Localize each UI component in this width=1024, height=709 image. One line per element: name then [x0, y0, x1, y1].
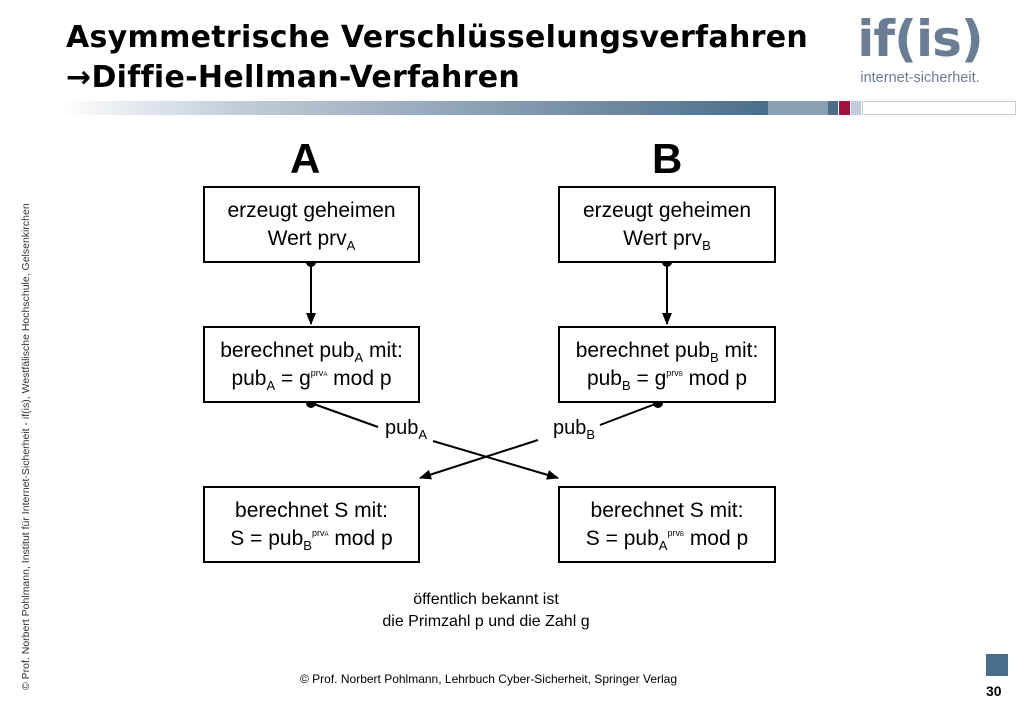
box-b-generate: erzeugt geheimen Wert prvB — [558, 186, 776, 263]
box-text-line: berechnet S mit: — [590, 498, 744, 522]
page-title-line1: Asymmetrische Verschlüsselungsverfahren — [66, 20, 808, 55]
public-info-line1: öffentlich bekannt ist — [413, 591, 559, 608]
box-formula: S = pubAprvB mod p — [585, 526, 749, 553]
box-text-line: berechnet pubB mit: — [575, 338, 759, 365]
box-formula: pubB = gprvB mod p — [586, 366, 748, 393]
box-text-line: erzeugt geheimen — [227, 198, 396, 222]
page-subtitle: Diffie-Hellman-Verfahren — [91, 60, 521, 95]
vertical-copyright: © Prof. Norbert Pohlmann, Institut für I… — [20, 203, 32, 690]
box-b-compute-secret: berechnet S mit: S = pubAprvB mod p — [558, 486, 776, 563]
box-b-compute-pub: berechnet pubB mit: pubB = gprvB mod p — [558, 326, 776, 403]
party-b-label: B — [652, 135, 683, 182]
label-pub-b: pubB — [553, 417, 596, 442]
party-a-label: A — [290, 135, 321, 182]
cross-b-2 — [419, 439, 539, 480]
public-info-line2: die Primzahl p und die Zahl g — [382, 613, 590, 630]
box-text-line: berechnet S mit: — [235, 498, 388, 522]
page-title-line2: →Diffie-Hellman-Verfahren — [66, 60, 520, 95]
label-pub-a: pubA — [385, 417, 428, 442]
header-rule — [60, 101, 1016, 115]
box-text-line: Wert prvB — [623, 226, 711, 253]
logo-subtitle: internet-sicherheit. — [860, 70, 980, 86]
logo: if(is) internet-sicherheit. — [852, 10, 988, 92]
arrow-icon: → — [66, 60, 92, 95]
box-a-generate: erzeugt geheimen Wert prvA — [203, 186, 420, 263]
cross-a-1 — [310, 402, 379, 428]
cross-a-2 — [432, 440, 559, 480]
logo-mark: if(is) — [857, 10, 984, 68]
box-a-compute-pub: berechnet pubA mit: pubA = gprvA mod p — [203, 326, 420, 403]
footer-accent-square — [986, 654, 1008, 676]
footer-copyright: © Prof. Norbert Pohlmann, Lehrbuch Cyber… — [300, 672, 678, 686]
box-text-line: berechnet pubA mit: — [220, 338, 403, 365]
box-formula: pubA = gprvA mod p — [231, 366, 392, 393]
cross-b-1 — [599, 402, 659, 426]
box-a-compute-secret: berechnet S mit: S = pubBprvA mod p — [203, 486, 420, 563]
box-text-line: Wert prvA — [267, 226, 356, 253]
page-number: 30 — [986, 683, 1002, 699]
box-formula: S = pubBprvA mod p — [230, 526, 393, 553]
box-text-line: erzeugt geheimen — [582, 198, 752, 222]
